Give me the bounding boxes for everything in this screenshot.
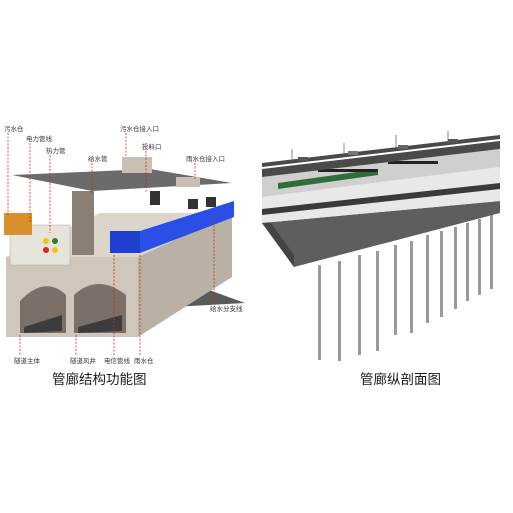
road-right bbox=[78, 315, 122, 333]
callout-rain-inlet: 雨水仓接入口 bbox=[186, 154, 225, 163]
tunnel-box-side bbox=[138, 213, 232, 337]
callout-feed-inlet: 投料口 bbox=[142, 142, 162, 151]
structure-function-diagram: 污水仓 电力管线 热力管 给水管 污水仓接入口 投料口 雨水仓接入口 给水分支线… bbox=[0, 105, 250, 395]
rain-inlet-box bbox=[176, 177, 200, 187]
rain-bay-front bbox=[110, 231, 140, 253]
longitudinal-section-diagram bbox=[258, 105, 508, 395]
callout-telecom-pipeline: 电信管线 bbox=[104, 356, 131, 365]
lane-marking bbox=[262, 139, 500, 169]
vehicles bbox=[298, 139, 458, 161]
vent-shaft bbox=[72, 191, 94, 255]
tunnel-road bbox=[262, 183, 500, 215]
callout-water-branch: 给水分支线 bbox=[210, 304, 243, 313]
callout-sewage-inlet: 污水仓接入口 bbox=[120, 124, 159, 133]
callout-rain-bay: 雨水仓 bbox=[134, 356, 154, 365]
pipe-yellow-2 bbox=[52, 247, 58, 253]
light-poles bbox=[291, 131, 449, 161]
tunnel-level bbox=[262, 167, 500, 223]
right-caption: 管廊纵剖面图 bbox=[360, 372, 441, 388]
railing bbox=[318, 161, 438, 172]
support-piles bbox=[318, 215, 493, 361]
heat-pipe-block bbox=[4, 213, 32, 235]
pipe-yellow bbox=[43, 238, 49, 244]
lower-deck-edge bbox=[262, 211, 294, 267]
callout-heat-pipe: 热力管 bbox=[46, 146, 66, 155]
pipe-red bbox=[43, 247, 49, 253]
left-caption: 管廊结构功能图 bbox=[52, 372, 147, 388]
longitudinal-section-illustration bbox=[262, 131, 500, 361]
road-left bbox=[24, 315, 62, 333]
dark-box bbox=[188, 199, 198, 209]
mid-platform bbox=[262, 149, 500, 197]
dark-box-2 bbox=[206, 197, 216, 207]
callout-tunnel-vent: 隧道风井 bbox=[70, 356, 97, 365]
rain-bay-run bbox=[140, 201, 234, 253]
callout-power-pipeline: 电力管线 bbox=[26, 134, 53, 143]
green-rail bbox=[278, 169, 378, 189]
sewage-inlet-box bbox=[122, 157, 152, 173]
callout-lines bbox=[7, 133, 215, 355]
pipe-green bbox=[52, 238, 58, 244]
top-road-deck bbox=[262, 135, 500, 177]
callout-water-pipe: 给水管 bbox=[88, 154, 108, 163]
callout-tunnel-body: 隧道主体 bbox=[14, 356, 41, 365]
pipe-gallery-bay bbox=[9, 224, 71, 266]
structure-function-illustration: 污水仓 电力管线 热力管 给水管 污水仓接入口 投料口 雨水仓接入口 给水分支线… bbox=[4, 124, 245, 365]
feed-inlet-box bbox=[150, 191, 160, 205]
callout-sewage-bay: 污水仓 bbox=[4, 124, 24, 133]
